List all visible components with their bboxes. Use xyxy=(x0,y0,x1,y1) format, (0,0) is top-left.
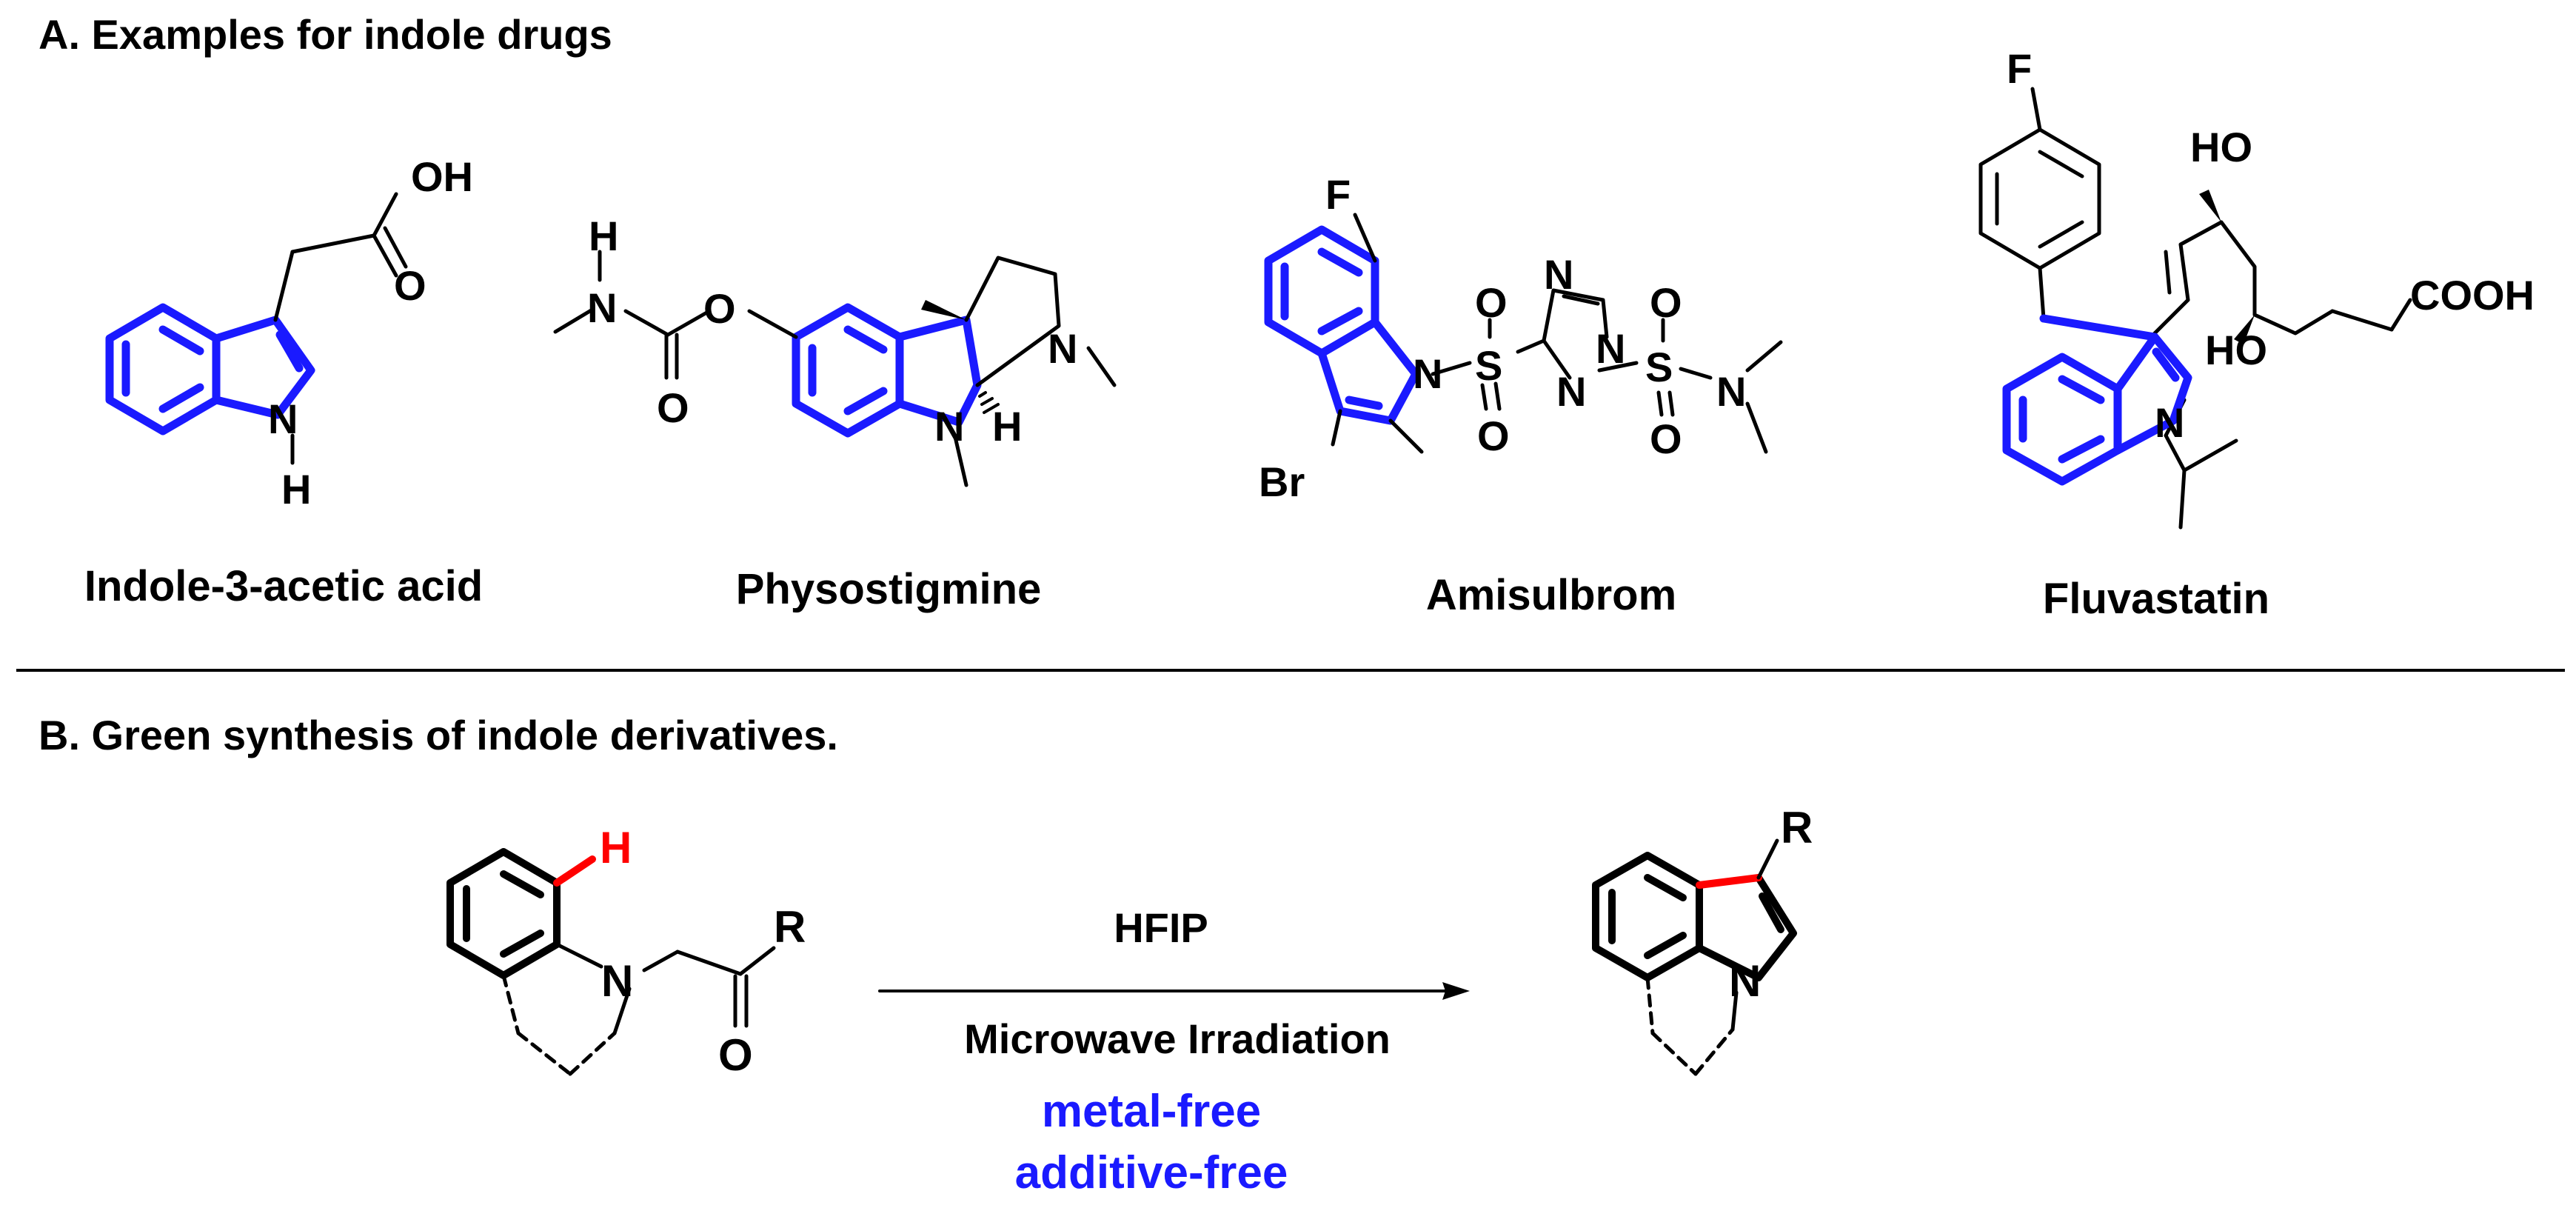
metal-free-label: metal-free xyxy=(1041,1086,1262,1137)
section-b-title: B. Green synthesis of indole derivatives… xyxy=(39,712,838,758)
reactant-r: R xyxy=(774,902,806,952)
fluvastatin-ho2: HO xyxy=(2205,327,2267,373)
condition-label: Microwave Irradiation xyxy=(964,1015,1391,1062)
reagent-label: HFIP xyxy=(1114,904,1208,951)
iaa-n: N xyxy=(268,396,298,442)
compound-name-amisulbrom: Amisulbrom xyxy=(1425,571,1677,619)
compound-name-fluvastatin: Fluvastatin xyxy=(2042,575,2270,623)
amisulbrom-br: Br xyxy=(1259,458,1305,505)
physo-h2: H xyxy=(992,403,1022,450)
amisulbrom-s2: S xyxy=(1645,344,1673,390)
reactant-n: N xyxy=(601,956,633,1006)
amisulbrom-o1: O xyxy=(1475,279,1508,326)
product-r: R xyxy=(1781,803,1813,852)
compound-name-iaa: Indole-3-acetic acid xyxy=(84,562,484,610)
amisulbrom-s1: S xyxy=(1475,342,1502,389)
amisulbrom-n3: N xyxy=(1556,368,1586,415)
iaa-h: H xyxy=(281,466,311,513)
amisulbrom-f: F xyxy=(1325,171,1351,218)
amisulbrom-n5: N xyxy=(1716,368,1746,415)
fluvastatin-ho1: HO xyxy=(2190,124,2252,170)
iaa-o: O xyxy=(394,262,426,309)
reactant-h: H xyxy=(600,823,632,872)
additive-free-label: additive-free xyxy=(1014,1147,1288,1198)
amisulbrom-o4: O xyxy=(1650,416,1682,462)
reactant-o: O xyxy=(718,1030,753,1080)
fluvastatin-f: F xyxy=(2007,45,2032,92)
physo-n3: N xyxy=(1048,325,1077,372)
amisulbrom-n4: N xyxy=(1596,325,1625,372)
compound-name-physostigmine: Physostigmine xyxy=(735,565,1042,613)
amisulbrom-o3: O xyxy=(1650,279,1682,326)
section-divider xyxy=(16,669,2565,672)
amisulbrom-o2: O xyxy=(1477,413,1510,459)
section-a-title: A. Examples for indole drugs xyxy=(39,11,612,58)
physo-o2: O xyxy=(657,384,689,431)
product-n: N xyxy=(1729,956,1761,1006)
physo-o1: O xyxy=(703,285,736,332)
amisulbrom-n: N xyxy=(1413,350,1442,397)
physo-n1: N xyxy=(587,284,617,331)
physo-n2: N xyxy=(934,403,964,450)
fluvastatin-cooh: COOH xyxy=(2410,272,2535,318)
physo-h: H xyxy=(589,213,618,259)
iaa-oh: OH xyxy=(411,153,473,200)
amisulbrom-n2: N xyxy=(1544,251,1573,298)
fluvastatin-n: N xyxy=(2155,399,2184,446)
